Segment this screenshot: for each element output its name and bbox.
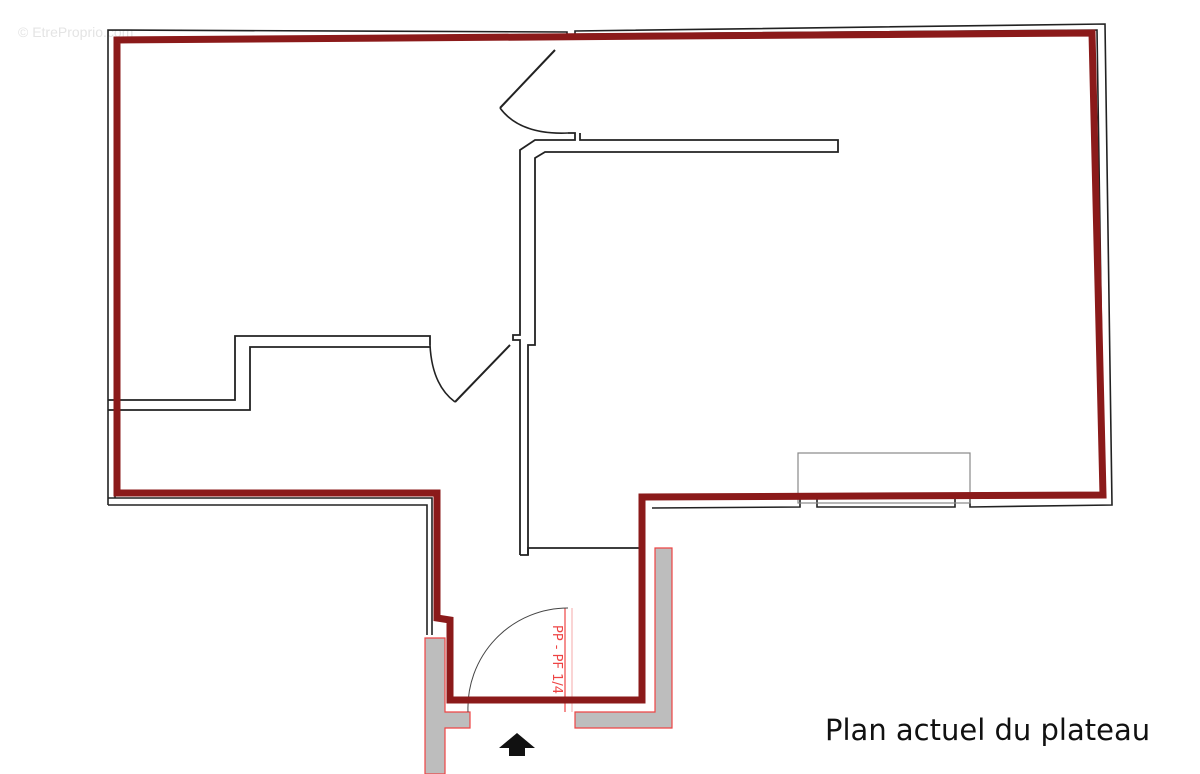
arrow-up-icon <box>499 733 535 756</box>
partition-wall-inner <box>108 346 430 411</box>
window-frame <box>797 452 971 504</box>
corridor-wall-left <box>108 504 428 635</box>
inner-wall-line <box>114 29 1105 499</box>
interior-wall-vertical <box>512 132 576 555</box>
door-leaf-middle <box>454 344 511 403</box>
new-wall-right <box>574 547 673 729</box>
entrance-door-swing <box>467 607 569 713</box>
plan-caption: Plan actuel du plateau <box>825 713 1151 747</box>
corridor-wall-left-inner <box>108 497 433 635</box>
corridor-bottom-wall <box>520 547 645 556</box>
interior-wall-vertical-inner <box>527 133 839 555</box>
exterior-walls <box>107 23 1113 635</box>
door-label: PP - PF 1/4 <box>549 625 564 694</box>
outer-wall-line <box>107 23 1113 509</box>
door-swing-top <box>499 107 569 134</box>
current-outline <box>113 29 1107 704</box>
doors <box>429 49 569 403</box>
interior-walls <box>108 132 839 556</box>
door-swing-middle <box>429 344 456 403</box>
new-wall-left <box>424 637 471 774</box>
door-leaf-top <box>499 49 556 109</box>
partition-wall <box>108 335 431 401</box>
new-walls <box>424 547 673 774</box>
watermark: © EtreProprio.com <box>18 24 134 40</box>
